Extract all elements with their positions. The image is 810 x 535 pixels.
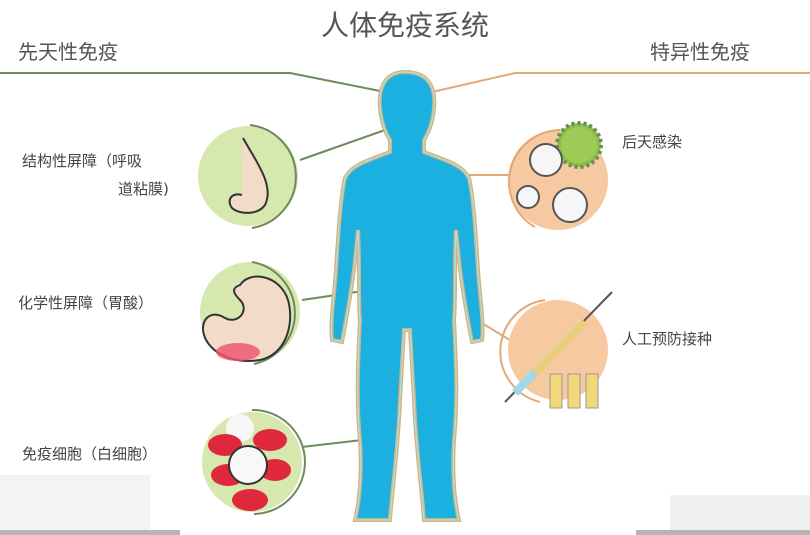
structural-barrier-label: 结构性屏障（呼吸: [22, 152, 143, 170]
blurred-watermark-left: [0, 475, 150, 530]
acquired-infection-label: 后天感染: [622, 133, 683, 151]
adaptive-immunity-heading: 特异性免疫: [650, 40, 750, 64]
blurred-watermark-right: [670, 495, 810, 530]
vaccination-label: 人工预防接种: [622, 330, 713, 348]
diagram-title: 人体免疫系统: [320, 9, 489, 42]
adaptive-divider-line: [431, 72, 810, 93]
innate-immunity-heading: 先天性免疫: [18, 40, 118, 64]
innate-divider-line: [0, 72, 386, 93]
syringe-vaccine-icon: [499, 291, 613, 409]
human-body-silhouette: [329, 69, 485, 522]
nose-icon: [198, 124, 298, 229]
virus-cells-icon: [508, 121, 608, 230]
structural-barrier-label-line2: 道粘膜): [118, 180, 169, 198]
blood-cells-icon: [202, 408, 306, 515]
chemical-barrier-label: 化学性屏障（胃酸）: [18, 294, 154, 312]
stomach-icon: [200, 261, 300, 365]
immune-cells-label: 免疫细胞（白细胞）: [22, 445, 158, 463]
